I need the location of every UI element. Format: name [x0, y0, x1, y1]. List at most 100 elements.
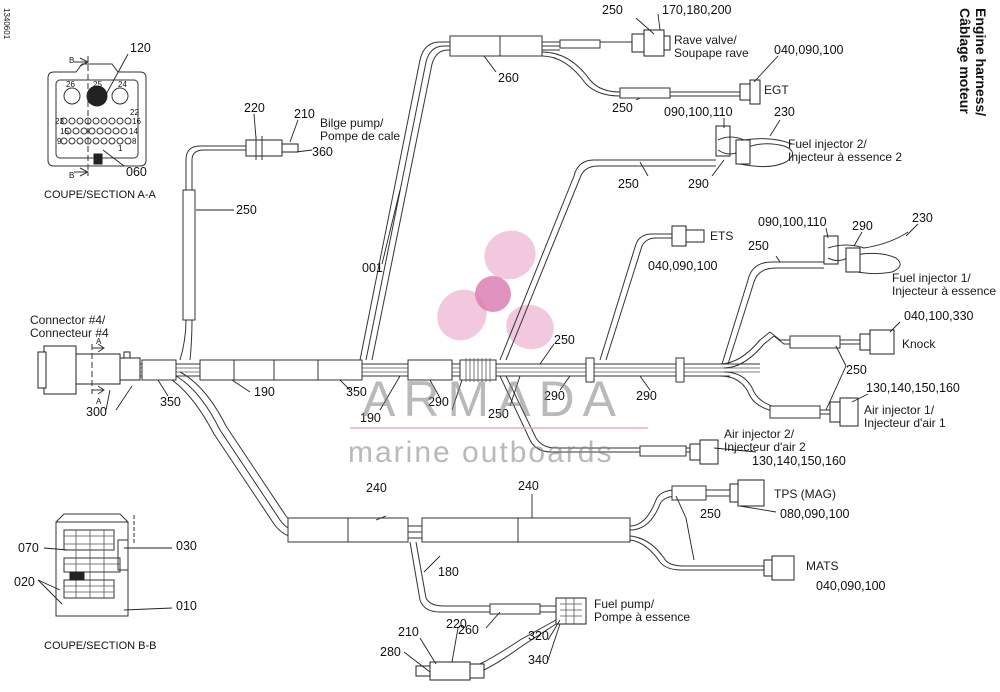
lower-branch: TPS (MAG) 080,090,100 250 MATS 040,090,1…: [171, 371, 886, 681]
section-a-a-label: COUPE/SECTION A-A: [44, 189, 157, 201]
title-block: Engine harness/ Câblage moteur: [957, 8, 989, 116]
callout-080-tps: 080,090,100: [780, 507, 850, 521]
connector-4: A A Connector #4/ Connecteur #4 300: [30, 313, 141, 419]
callout-350-b: 350: [160, 395, 181, 409]
callout-250-rave: 250: [602, 3, 623, 17]
air1-label-fr: Injecteur d'air 1: [864, 416, 946, 430]
fuel-injector-1-branch: 090,100,110 290 230 250 Fuel injector 1/…: [721, 211, 1000, 365]
watermark-tagline: marine outboards: [348, 436, 613, 469]
fuel-injector-2-branch: 090,100,110 230 Fuel injector 2/ Injecte…: [499, 105, 902, 361]
callout-090-inj1: 090,100,110: [758, 215, 827, 229]
callout-190-a: 190: [254, 385, 275, 399]
callout-130-air1: 130,140,150,160: [866, 381, 960, 395]
callout-240-a: 240: [366, 481, 387, 495]
callout-320: 320: [528, 629, 549, 643]
pin-8: 8: [132, 137, 137, 146]
injector2-label-en: Fuel injector 2/: [788, 137, 867, 151]
rave-label-fr: Soupape rave: [674, 46, 749, 60]
pin-22: 22: [130, 108, 139, 117]
pin-26: 26: [66, 80, 75, 89]
callout-040-mats: 040,090,100: [816, 579, 886, 593]
callout-300: 300: [86, 405, 107, 419]
callout-120: 120: [130, 41, 151, 55]
callout-220-top: 220: [244, 101, 265, 115]
bilge-pump-branch: 220 210 360 250 Bilge pump/ Pompe de cal…: [179, 101, 400, 361]
section-marker-b-top: B: [69, 56, 74, 65]
pin-1: 1: [118, 144, 123, 153]
callout-250-tps: 250: [700, 507, 721, 521]
rave-egt-branch: 250 170,180,200 Rave valve/ Soupape rave…: [359, 3, 844, 361]
pin-9: 9: [57, 137, 62, 146]
callout-180: 180: [438, 565, 459, 579]
section-a-a: B B 26 25 24 23 15 9 16 14 8 22 1 120 06…: [44, 41, 157, 201]
fuelpump-label-fr: Pompe à essence: [594, 610, 690, 624]
air-injector-1-branch: 130,140,150,160 Air injector 1/ Injecteu…: [769, 381, 960, 430]
callout-260-top: 260: [498, 71, 519, 85]
callout-001: 001: [362, 261, 383, 275]
callout-350-a: 350: [346, 385, 367, 399]
pin-14: 14: [129, 127, 138, 136]
callout-250-egt: 250: [612, 101, 633, 115]
callout-250-mid: 250: [488, 407, 509, 421]
callout-030: 030: [176, 539, 197, 553]
callout-290-inj2: 290: [688, 177, 709, 191]
pin-15: 15: [60, 127, 69, 136]
callout-290-a: 290: [428, 395, 449, 409]
knock-label: Knock: [902, 337, 936, 351]
callout-190-b: 190: [360, 411, 381, 425]
callout-360: 360: [312, 145, 333, 159]
pin-16: 16: [132, 117, 141, 126]
callout-290-c: 290: [636, 389, 657, 403]
callout-210-bot: 210: [398, 625, 419, 639]
callout-170-rave: 170,180,200: [662, 3, 732, 17]
callout-250-bilge: 250: [236, 203, 257, 217]
main-trunk: [140, 331, 830, 415]
callout-010: 010: [176, 599, 197, 613]
section-marker-b-bottom: B: [69, 171, 74, 180]
bilge-label-en: Bilge pump/: [320, 116, 384, 130]
callout-290-inj1: 290: [852, 219, 873, 233]
connector4-marker-a-bottom: A: [96, 397, 102, 406]
pin-23: 23: [55, 117, 64, 126]
trunk-callouts: 350 190 350 190 290 250 290 290 250: [115, 333, 657, 425]
figure-reference: 1340601: [2, 8, 11, 40]
injector1-label-fr: Injecteur à essence 1: [892, 284, 1000, 298]
ets-label: ETS: [710, 229, 733, 243]
bilge-label-fr: Pompe de cale: [320, 129, 400, 143]
callout-240-b: 240: [518, 479, 539, 493]
air-injector-2-branch: Air injector 2/ Injecteur d'air 2 130,14…: [499, 375, 846, 468]
title-line-2: Câblage moteur: [957, 8, 973, 114]
callout-340: 340: [528, 653, 549, 667]
callout-090-inj2: 090,100,110: [664, 105, 733, 119]
pin-24: 24: [118, 80, 127, 89]
air2-label-en: Air injector 2/: [724, 427, 795, 441]
connector4-label-fr: Connecteur #4: [30, 326, 109, 340]
callout-250-inj1: 250: [748, 239, 769, 253]
watermark-text: ARMADA marine outboards: [348, 371, 648, 469]
callout-250-knock: 250: [846, 363, 867, 377]
pin-25: 25: [93, 80, 102, 89]
callout-060: 060: [126, 165, 147, 179]
connector4-label-en: Connector #4/: [30, 313, 106, 327]
callout-220-bot: 220: [446, 617, 467, 631]
callout-040-knock: 040,100,330: [904, 309, 974, 323]
mats-label: MATS: [806, 559, 838, 573]
watermark-brand: ARMADA: [362, 371, 624, 427]
callout-040-egt: 040,090,100: [774, 43, 844, 57]
callout-250-main: 250: [554, 333, 575, 347]
section-b-b-label: COUPE/SECTION B-B: [44, 640, 156, 652]
connector4-marker-a-top: A: [96, 337, 102, 346]
callout-290-b: 290: [544, 389, 565, 403]
rave-label-en: Rave valve/: [674, 33, 737, 47]
tps-label: TPS (MAG): [774, 487, 836, 501]
callout-020: 020: [14, 575, 35, 589]
knock-branch: 040,100,330 Knock 250: [769, 309, 974, 411]
callout-280: 280: [380, 645, 401, 659]
callout-230-inj2: 230: [774, 105, 795, 119]
callout-250-inj2: 250: [618, 177, 639, 191]
ets-branch: ETS 040,090,100: [599, 225, 733, 361]
callout-070: 070: [18, 541, 39, 555]
title-line-1: Engine harness/: [973, 8, 989, 116]
